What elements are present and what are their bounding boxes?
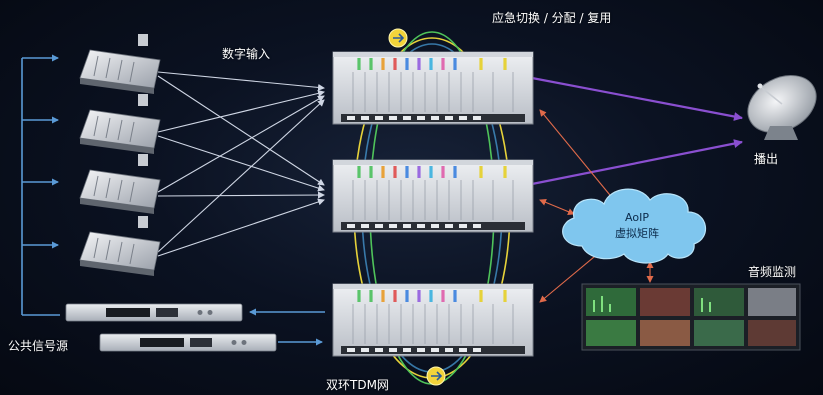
audio-monitoring-label: 音频监测 <box>748 265 797 279</box>
cross-connections <box>157 71 325 257</box>
mixing-console-icon <box>79 216 161 276</box>
ring-switch-icon <box>388 28 408 48</box>
monitor-wall-icon <box>581 283 801 351</box>
signal-source-device <box>99 333 277 352</box>
mixing-console-icon <box>79 154 161 214</box>
aoip-links <box>539 109 654 303</box>
digital-input-label: 数字输入 <box>222 47 271 61</box>
equipment-rack-icon <box>332 51 534 125</box>
mixing-console-icon <box>79 94 161 154</box>
aoip-label: AoIP <box>625 211 649 224</box>
virtual-matrix-label: 虚拟矩阵 <box>615 227 659 240</box>
satellite-dish-icon <box>747 74 817 140</box>
return-lines <box>21 54 325 346</box>
dual-ring-tdm-label: 双环TDM网 <box>326 378 389 392</box>
public-signal-source-label: 公共信号源 <box>8 339 69 353</box>
top-title: 应急切换 / 分配 / 复用 <box>492 11 612 25</box>
mixing-console-icon <box>79 34 161 94</box>
equipment-rack-icon <box>332 283 534 357</box>
ring-switch-icon <box>426 366 446 386</box>
broadcast-out-label: 播出 <box>754 152 779 166</box>
cloud-icon <box>562 188 707 264</box>
equipment-rack-icon <box>332 159 534 233</box>
broadcast-arrows <box>531 76 743 186</box>
signal-source-device <box>65 303 243 322</box>
